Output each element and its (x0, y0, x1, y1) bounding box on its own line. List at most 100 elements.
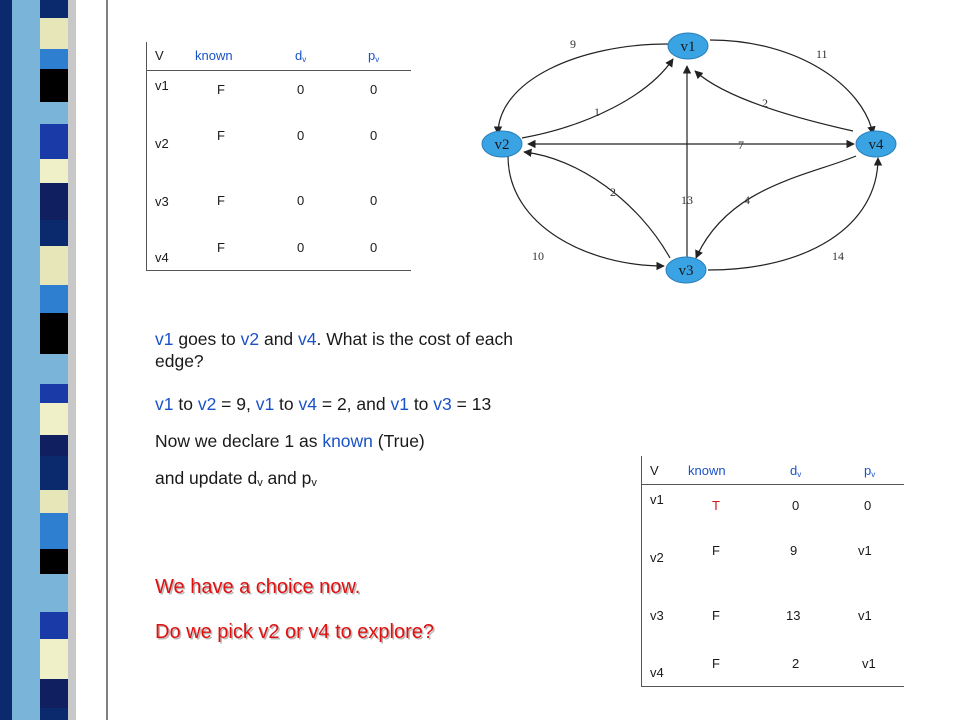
row-pv-v3: v1 (858, 608, 872, 623)
choice-heading: We have a choice now. (155, 576, 361, 598)
stripe-block (40, 708, 68, 720)
row-dv-v3: 0 (297, 193, 305, 208)
row-dv-v1: 0 (792, 498, 800, 513)
row-vertex-v3: v3 (155, 194, 169, 209)
stripe-block (40, 513, 68, 549)
edge-v3-to-v2 (523, 148, 671, 259)
node-label-v1: v1 (681, 39, 696, 55)
row-known-v4: F (217, 240, 225, 255)
node-label-v3: v3 (679, 263, 694, 279)
row-dv-v1: 0 (297, 82, 305, 97)
row-pv-v2: 0 (370, 128, 378, 143)
row-known-v1: T (712, 498, 720, 513)
col-header-vertex: V (650, 463, 659, 478)
col-header-vertex: V (155, 48, 164, 63)
stripe-block (40, 0, 68, 18)
stripe-graphic (0, 0, 108, 720)
row-pv-v1: 0 (864, 498, 872, 513)
node-label-v2: v2 (495, 137, 510, 153)
node-v2: v2 (481, 130, 523, 158)
weight-label-v2-v3: 10 (532, 249, 544, 263)
stripe-block (40, 574, 68, 612)
stripe-shadow (68, 0, 76, 720)
row-vertex-v3: v3 (650, 608, 664, 623)
stripe-edge-dark (0, 0, 12, 720)
stripe-block (40, 49, 68, 69)
stripe-block (40, 69, 68, 102)
row-vertex-v2: v2 (155, 136, 169, 151)
stripe-block (40, 18, 68, 49)
edge-v4-to-v3 (695, 155, 857, 259)
row-known-v1: F (217, 82, 225, 97)
col-header-known: known (688, 463, 726, 478)
stripe-block (40, 313, 68, 354)
stripe-block (40, 102, 68, 124)
stripe-block (40, 639, 68, 679)
row-known-v3: F (712, 608, 720, 623)
explanation-line-4: and update dv and pv (155, 468, 317, 489)
row-dv-v4: 2 (792, 656, 800, 671)
edge-v1-to-v4 (709, 39, 876, 135)
row-pv-v2: v1 (858, 543, 872, 558)
row-vertex-v1: v1 (650, 492, 664, 507)
row-dv-v2: 9 (790, 543, 798, 558)
stripe-block (40, 384, 68, 403)
table-header-rule (642, 484, 904, 485)
weight-label-v1-v2: 9 (570, 37, 576, 51)
weighted-directed-graph: 9 1 11 2 7 2 13 4 10 14 v1 v2 v4 v3 (478, 26, 918, 296)
weight-label-v2-v1: 1 (594, 105, 600, 119)
row-pv-v1: 0 (370, 82, 378, 97)
col-header-pv: pv (368, 48, 380, 64)
stripe-block (40, 220, 68, 246)
stripe-block (40, 285, 68, 313)
row-vertex-v2: v2 (650, 550, 664, 565)
table-after-v1-known: V known dv pv v1 T 0 0 v2 F 9 v1 v3 F 13… (641, 456, 904, 687)
weight-label-v3-v2: 2 (610, 185, 616, 199)
node-v1: v1 (667, 32, 709, 60)
weight-label-v1-v3: 13 (681, 193, 693, 207)
row-pv-v4: 0 (370, 240, 378, 255)
weight-label-v3-v4: 14 (832, 249, 844, 263)
edge-v3-to-v4 (707, 157, 883, 271)
col-header-known: known (195, 48, 233, 63)
stripe-block (40, 403, 68, 435)
stripe-block (40, 159, 68, 183)
explanation-line-3: Now we declare 1 as known (True) (155, 431, 425, 451)
row-vertex-v4: v4 (155, 250, 169, 265)
row-pv-v3: 0 (370, 193, 378, 208)
row-dv-v3: 13 (786, 608, 801, 623)
stripe-block (40, 549, 68, 574)
row-known-v4: F (712, 656, 720, 671)
col-header-pv: pv (864, 463, 876, 479)
weight-label-v1-v4: 11 (816, 47, 828, 61)
table-header-rule (147, 70, 411, 71)
weight-label-v4-v3: 4 (744, 193, 750, 207)
weight-label-v4-v1: 2 (762, 96, 768, 110)
stripe-block (40, 246, 68, 285)
col-header-dv: dv (295, 48, 307, 64)
edge-v2-to-v3 (507, 155, 665, 271)
stripe-block (40, 490, 68, 513)
table-initial-state: V known dv pv v1 F 0 0 v2 F 0 0 v3 F 0 0… (146, 42, 411, 271)
node-label-v4: v4 (869, 137, 885, 153)
stripe-block (40, 354, 68, 384)
edge-v2-to-v1 (521, 58, 674, 139)
stripe-block (40, 679, 68, 708)
row-known-v2: F (712, 543, 720, 558)
row-vertex-v1: v1 (155, 78, 169, 93)
row-dv-v4: 0 (297, 240, 305, 255)
choice-question: Do we pick v2 or v4 to explore? (155, 621, 435, 643)
stripe-edge-light (12, 0, 40, 720)
row-vertex-v4: v4 (650, 665, 664, 680)
stripe-block (40, 435, 68, 456)
edge-v1-to-v2 (493, 43, 669, 135)
weight-label-v2-v4: 7 (738, 138, 744, 152)
row-dv-v2: 0 (297, 128, 305, 143)
stripe-block (40, 124, 68, 159)
decorative-stripe-bar (0, 0, 108, 720)
explanation-line-1: v1 goes to v2 and v4. What is the cost o… (155, 329, 514, 371)
row-pv-v4: v1 (862, 656, 876, 671)
graph-canvas: 9 1 11 2 7 2 13 4 10 14 v1 v2 v4 v3 (481, 32, 897, 284)
row-known-v3: F (217, 193, 225, 208)
stripe-block (40, 612, 68, 639)
